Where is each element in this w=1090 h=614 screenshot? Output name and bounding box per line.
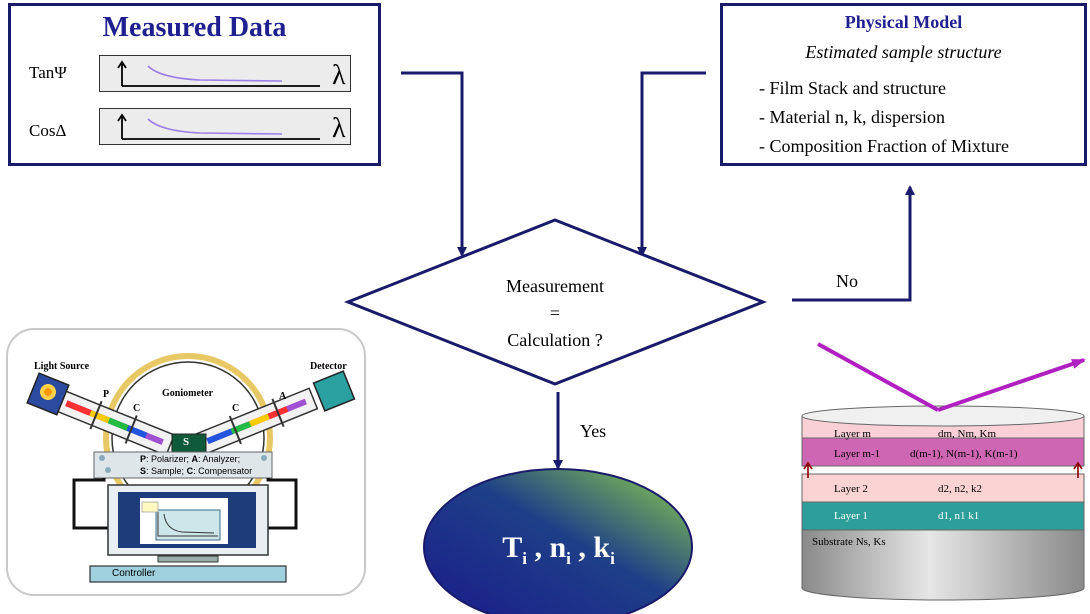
cos-delta-label: CosΔ	[29, 121, 67, 140]
layer-1-name: Layer 1	[834, 510, 868, 522]
physical-model-list: - Film Stack and structure - Material n,…	[759, 74, 1009, 161]
yes-label: Yes	[580, 421, 607, 441]
model-item: - Film Stack and structure	[759, 78, 946, 98]
decision-line1: Measurement	[506, 276, 604, 296]
no-label: No	[836, 271, 858, 291]
model-item: - Composition Fraction of Mixture	[759, 136, 1009, 156]
physical-model-title: Physical Model	[844, 12, 963, 32]
goniometer-label: Goniometer	[162, 388, 214, 399]
result-text: Ti , ni , ki	[502, 531, 615, 568]
decision-diamond	[343, 218, 768, 386]
layer-m-params: dm, Nm, Km	[938, 428, 997, 440]
legend-line-2: S: Sample; C: Compensator	[140, 466, 253, 476]
ellipsometer-apparatus: Light Source Detector Goniometer P C C A…	[6, 328, 366, 596]
arrow-measured-to-decision	[401, 71, 467, 257]
measured-data-panel: Measured Data TanΨ λ CosΔ λ	[8, 3, 381, 166]
layer-stack: Layer m dm, Nm, Km Layer m-1 d(m-1), N(m…	[800, 330, 1090, 614]
light-source-label: Light Source	[34, 361, 90, 372]
sample-mark: S	[183, 436, 190, 448]
decision-line3: Calculation ?	[507, 330, 603, 350]
tan-psi-label: TanΨ	[29, 63, 67, 82]
compensator-mark-left: C	[133, 403, 141, 414]
layer-m-1-params: d(m-1), N(m-1), K(m-1)	[910, 448, 1018, 460]
detector-label: Detector	[310, 361, 347, 372]
legend-line-1: P: Polarizer; A: Analyzer;	[140, 454, 241, 464]
polarizer-mark: P	[103, 389, 110, 400]
cos-delta-plot: λ	[99, 108, 351, 145]
controller-label: Controller	[112, 568, 156, 579]
model-item: - Material n, k, dispersion	[759, 107, 945, 127]
layer-m-1-name: Layer m-1	[834, 448, 881, 460]
decision-line2: =	[549, 303, 561, 323]
layer-2-params: d2, n2, k2	[938, 483, 982, 495]
compensator-mark-right: C	[232, 403, 240, 414]
layer-2-name: Layer 2	[834, 483, 868, 495]
arrow-model-to-decision	[637, 71, 706, 257]
physical-model-panel: Physical Model Estimated sample structur…	[720, 3, 1087, 166]
lambda-label-1: λ	[332, 60, 346, 91]
lambda-label-2: λ	[332, 113, 346, 144]
substrate-label: Substrate Ns, Ks	[812, 536, 886, 548]
measured-data-title: Measured Data	[102, 12, 287, 43]
tan-psi-plot: λ	[99, 55, 351, 92]
physical-model-subtitle: Estimated sample structure	[805, 42, 1002, 62]
analyzer-mark: A	[279, 391, 287, 402]
layer-m-name: Layer m	[834, 428, 871, 440]
layer-1-params: d1, n1 k1	[938, 510, 980, 522]
result-ellipse: Ti , ni , ki	[422, 467, 695, 614]
